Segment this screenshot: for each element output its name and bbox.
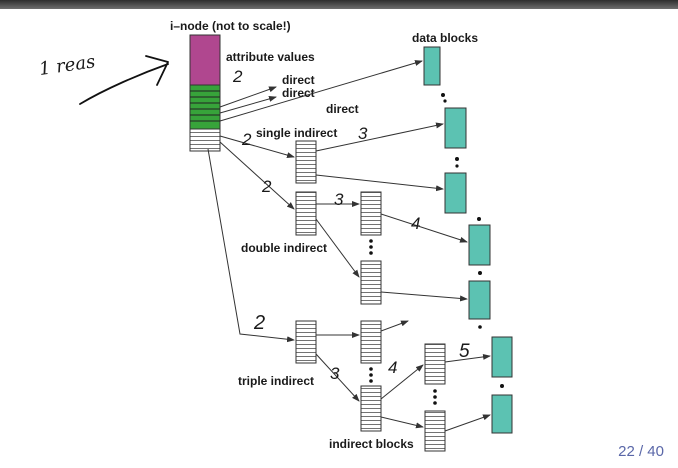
triple-indirect-child-block xyxy=(360,320,382,364)
direct-arrow xyxy=(219,60,423,122)
data-blocks xyxy=(423,46,513,434)
page-number: 22 / 40 xyxy=(618,443,664,460)
double-indirect-block xyxy=(295,191,317,236)
ellipsis-dots xyxy=(369,93,504,405)
double-indirect-arrow xyxy=(219,141,295,210)
inode-pointer-block xyxy=(189,128,221,152)
double-indirect-child-arrow xyxy=(315,218,360,278)
data-block xyxy=(444,107,467,149)
handwritten-5: 5 xyxy=(459,341,470,362)
data-block xyxy=(491,394,513,434)
direct-arrow xyxy=(219,96,277,114)
triple-indirect-label: triple indirect xyxy=(238,374,314,388)
double-indirect-child-block xyxy=(360,260,382,305)
inode-title: i–node (not to scale!) xyxy=(170,19,291,33)
data-block xyxy=(468,224,491,266)
handwritten-annotations: 1 reas 2 2 2 2 3 3 3 4 4 5 xyxy=(38,51,470,383)
single-indirect-target-arrow xyxy=(315,174,444,192)
triple-indirect-grandchild-block xyxy=(424,343,446,385)
handwritten-4: 4 xyxy=(388,358,397,377)
handwritten-3: 3 xyxy=(334,190,344,209)
inode xyxy=(189,34,221,152)
handwritten-2: 2 xyxy=(241,130,252,149)
triple-indirect-arrow xyxy=(207,148,295,343)
data-blocks-label: data blocks xyxy=(412,31,478,45)
indirect-blocks-label: indirect blocks xyxy=(329,437,414,451)
direct-arrow xyxy=(219,86,277,108)
data-block xyxy=(468,280,491,320)
handwritten-3: 3 xyxy=(330,364,340,383)
inode-direct-lines xyxy=(190,90,220,122)
triple-indirect-grandchild-arrow xyxy=(380,320,409,332)
triple-indirect-child-arrow xyxy=(315,353,360,402)
handwritten-3: 3 xyxy=(358,124,368,143)
attribute-values-label: attribute values xyxy=(226,50,315,64)
handwritten-2: 2 xyxy=(261,177,272,196)
triple-indirect-grandchild-arrow xyxy=(380,416,424,429)
handwritten-reads: 1 reas xyxy=(38,51,97,80)
direct-label: direct xyxy=(282,73,315,87)
data-block xyxy=(423,46,441,86)
pointer-arrows xyxy=(207,60,491,432)
data-block xyxy=(491,336,513,378)
handwritten-2: 2 xyxy=(232,67,243,86)
inode-direct-block xyxy=(189,84,221,130)
triple-indirect-target-arrow xyxy=(444,353,491,363)
inode-attribute-block xyxy=(189,34,221,86)
double-indirect-target-arrow xyxy=(380,291,468,302)
triple-indirect-child-block xyxy=(360,385,382,432)
triple-indirect-block xyxy=(295,320,317,364)
inode-diagram: i–node (not to scale!) attribute values … xyxy=(38,19,513,452)
single-indirect-label: single indirect xyxy=(256,126,337,140)
handwritten-4: 4 xyxy=(411,214,420,233)
triple-indirect-grandchild-block xyxy=(424,410,446,452)
handwritten-arrow xyxy=(79,55,169,105)
single-indirect-target-arrow xyxy=(315,122,444,152)
single-indirect-arrow xyxy=(219,135,295,158)
triple-indirect-target-arrow xyxy=(444,414,491,432)
direct-label: direct xyxy=(282,86,315,100)
single-indirect-block xyxy=(295,140,317,184)
handwritten-2: 2 xyxy=(253,312,265,334)
triple-indirect-grandchild-arrow xyxy=(380,364,424,400)
double-indirect-child-block xyxy=(360,191,382,236)
data-block xyxy=(444,172,467,214)
top-bar xyxy=(0,0,678,9)
indirect-blocks xyxy=(295,140,446,452)
double-indirect-target-arrow xyxy=(380,213,468,243)
direct-label: direct xyxy=(326,102,359,116)
double-indirect-label: double indirect xyxy=(241,241,327,255)
